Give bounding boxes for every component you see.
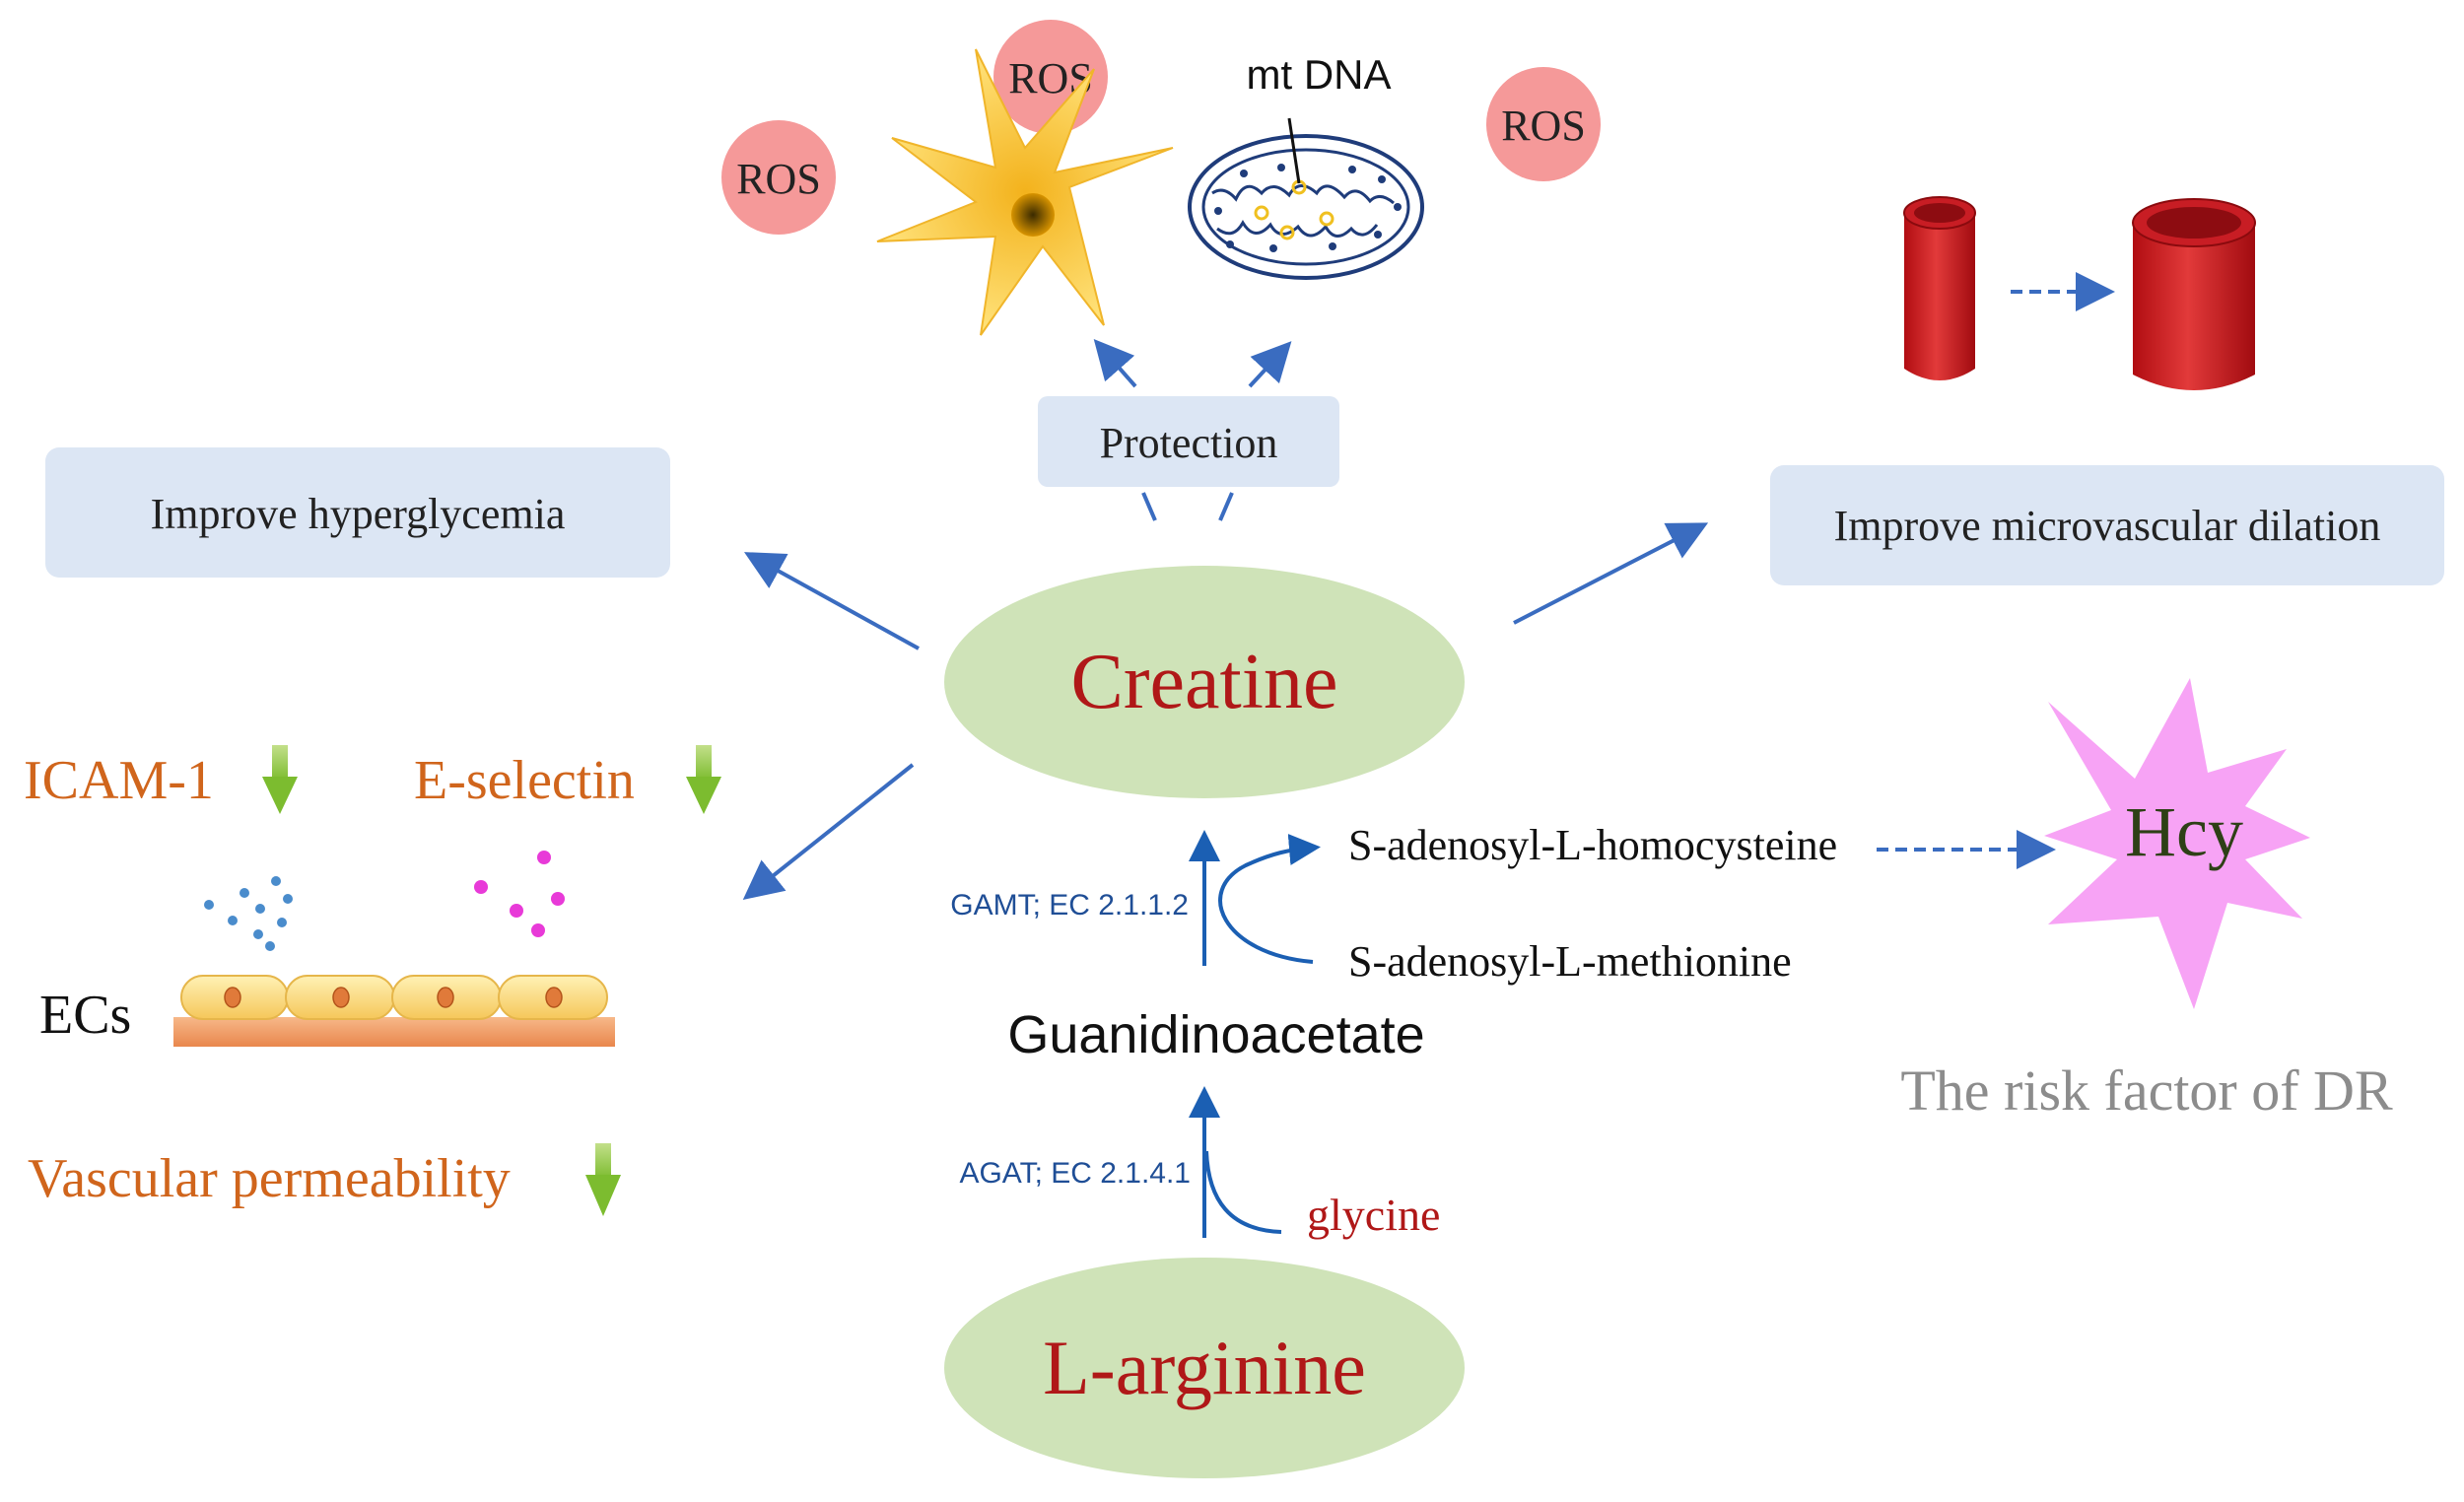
narrow-vessel-icon [1903,196,1976,380]
mt-dna-label: mt DNA [1247,51,1392,98]
arrow-protection-to-cell [1093,338,1137,388]
icam-down-icon [262,745,298,814]
sam-label: S-adenosyl-L-methionine [1348,937,1792,986]
dilation-label: Improve microvascular dilation [1834,502,2381,550]
ecs-label: ECs [39,985,131,1046]
creatine-node [944,566,1465,798]
hcy-caption: The risk factor of DR [1900,1058,2393,1123]
icam-label: ICAM-1 [24,750,214,811]
endothelial-cells-icon [173,975,615,1047]
arrow-to-endothelium [742,763,915,900]
arrow-protection-to-mitochondrion [1248,341,1292,388]
l-arginine-node [944,1258,1465,1478]
arrow-to-hyperglycemia [743,552,920,650]
ros-bubble: ROS [1486,67,1601,181]
icam-particles-icon [204,876,293,951]
connector-creatine-protection [1218,492,1234,521]
permeability-label: Vascular permeability [28,1148,511,1209]
protection-box [1038,396,1339,487]
hcy-burst-icon [2044,678,2310,1009]
creatine-label: Creatine [1071,639,1338,725]
glycine-label: glycine [1307,1190,1440,1240]
hcy-label: Hcy [2125,792,2243,871]
guanidinoacetate-label: Guanidinoacetate [1007,1005,1424,1064]
hyperglycemia-label: Improve hyperglycemia [151,490,566,538]
mitochondrion-icon [1188,117,1424,280]
dilation-box [1770,465,2444,585]
l-arginine-label: L-arginine [1043,1325,1366,1410]
eselectin-particles-icon [474,851,565,937]
eselectin-down-icon [686,745,721,814]
arrow-to-dilation [1513,522,1709,625]
sah-label: S-adenosyl-L-homocysteine [1348,821,1837,869]
ros-label: ROS [1501,102,1586,150]
eselectin-label: E-selectin [414,750,635,811]
connector-creatine-protection [1141,492,1157,521]
hyperglycemia-box [45,447,670,578]
agat-enzyme-label: AGAT; EC 2.1.4.1 [959,1157,1191,1190]
stressed-cell-icon [876,48,1174,336]
gamt-enzyme-label: GAMT; EC 2.1.1.2 [950,889,1189,922]
glycine-arc [1204,1150,1282,1234]
protection-label: Protection [1100,419,1278,467]
permeability-down-icon [585,1143,621,1216]
ros-label: ROS [736,155,821,203]
ros-bubble: ROS [721,120,836,235]
sam-to-sah-arc [1218,834,1321,964]
dilated-vessel-icon [2132,198,2256,390]
